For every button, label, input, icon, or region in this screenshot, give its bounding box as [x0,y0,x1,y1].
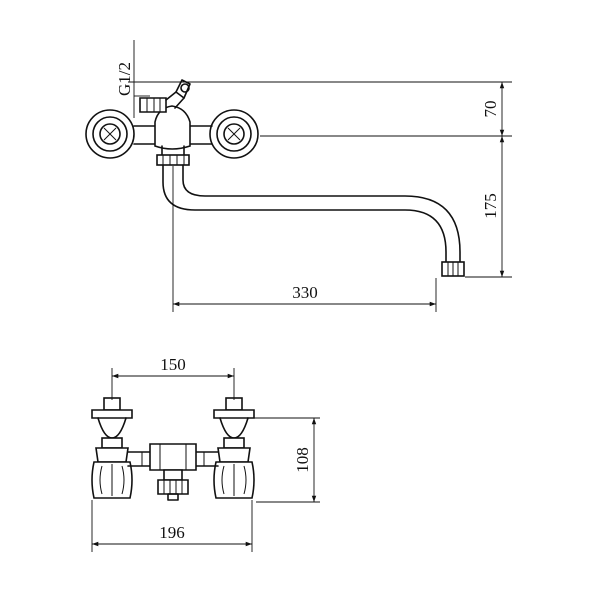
dim-reach-label: 330 [292,283,318,302]
mixer-body [133,105,213,166]
right-valve [213,397,255,499]
dim-upper-height-label: 70 [481,101,500,118]
dim-center-distance-label: 150 [160,355,186,374]
swivel-spout [162,164,465,277]
dim-front-width-label: 196 [159,523,185,542]
dim-reach: 330 [173,283,436,307]
left-handle-wheel [85,109,135,159]
left-valve [91,397,133,499]
dim-upper-height: 70 [481,82,505,136]
dim-lower-height-label: 175 [481,193,500,219]
dim-front-height-label: 108 [293,447,312,473]
thread-label: G1/2 [115,62,134,96]
dim-front-height: 108 [293,418,317,502]
front-mixer-body [127,443,219,501]
faucet-front-view: 150 108 196 [91,355,320,552]
dim-center-distance: 150 [112,355,234,379]
right-handle-wheel [209,109,259,159]
faucet-side-view: G1/2 70 175 330 [85,40,512,312]
dim-front-width: 196 [92,523,252,547]
thread-callout: G1/2 [115,40,150,118]
dim-lower-height: 175 [481,136,505,277]
